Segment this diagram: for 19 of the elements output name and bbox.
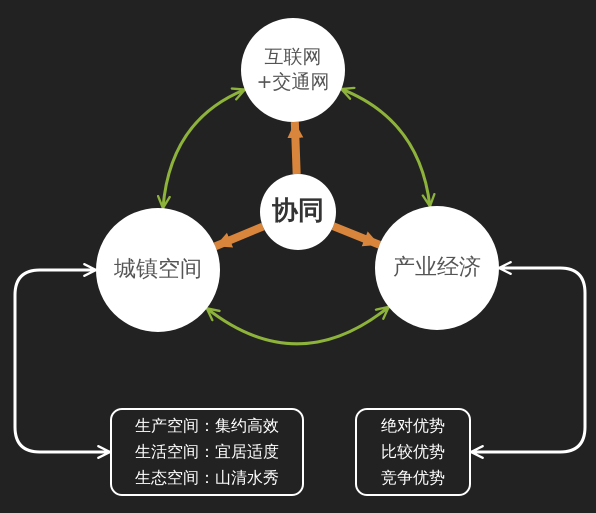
list-item: 生活空间：宜居适度 xyxy=(135,441,279,463)
list-box xyxy=(110,408,304,496)
list-item: 竞争优势 xyxy=(381,467,445,489)
concept-circle: 产业经济 xyxy=(375,206,499,330)
list-box xyxy=(355,408,471,496)
double-arrow xyxy=(340,87,436,208)
double-arrow xyxy=(206,306,390,346)
list-item: 生态空间：山清水秀 xyxy=(135,467,279,489)
double-arrow xyxy=(157,88,246,210)
center-circle: 协同 xyxy=(260,174,336,250)
concept-circle: 互联网+交通网 xyxy=(241,18,345,122)
list-item: 生产空间：集约高效 xyxy=(135,415,279,437)
double-arrow xyxy=(470,261,586,459)
list-item: 绝对优势 xyxy=(381,415,445,437)
block-arrow xyxy=(287,122,304,174)
list-item: 比较优势 xyxy=(381,441,445,463)
double-arrow xyxy=(14,263,112,459)
block-arrow xyxy=(332,222,381,249)
concept-circle: 城镇空间 xyxy=(96,208,220,332)
